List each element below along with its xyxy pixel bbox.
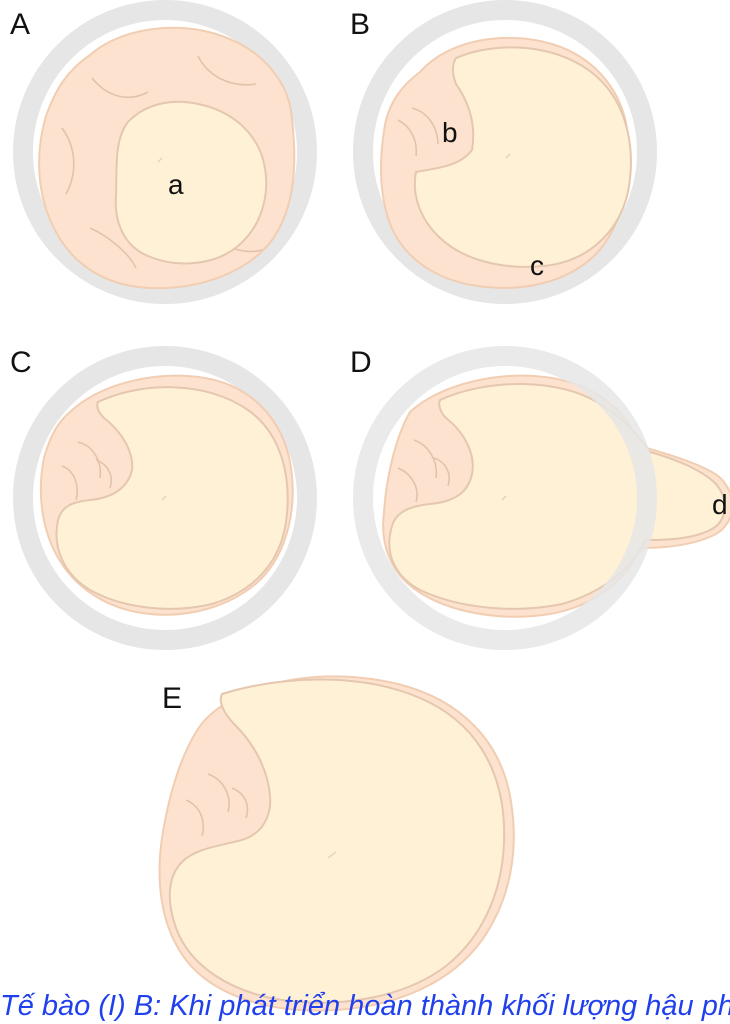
label-d: d <box>712 489 728 520</box>
label-b: b <box>442 117 458 148</box>
inner-cell-mass-a <box>116 102 266 264</box>
panel-a: A a <box>10 8 307 294</box>
panel-letter-d: D <box>350 346 372 379</box>
label-a: a <box>168 169 184 200</box>
panel-letter-b: B <box>350 8 370 41</box>
panel-d: D d <box>350 346 730 640</box>
panel-b: B b c <box>350 8 647 294</box>
panel-letter-a: A <box>10 8 30 41</box>
panel-c: C <box>10 346 307 640</box>
panel-letter-e: E <box>162 682 182 715</box>
panel-letter-c: C <box>10 346 32 379</box>
label-c: c <box>530 250 544 281</box>
panel-e: E <box>160 676 514 1010</box>
figure-caption: Tế bào (I) B: Khi phát triển hoàn thành … <box>0 988 730 1024</box>
